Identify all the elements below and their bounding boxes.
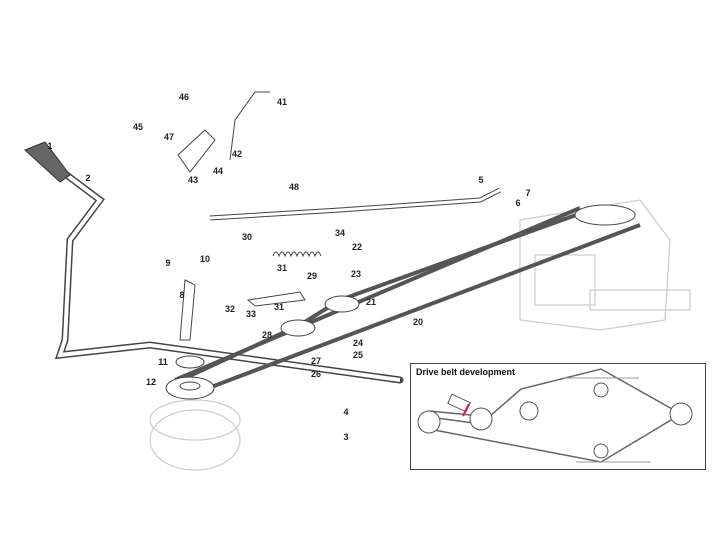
part-number-label: 29 (306, 271, 318, 281)
part-number-label: 31 (276, 263, 288, 273)
part-number-label: 11 (158, 357, 168, 367)
part-number-label: 46 (178, 92, 190, 102)
part-number-label: 3 (343, 432, 349, 442)
part-number-label: 45 (132, 122, 144, 132)
spring-34 (272, 251, 322, 258)
part-number-label: 28 (261, 330, 273, 340)
belt-routing-diagram (417, 368, 693, 463)
part-number-label: 27 (310, 356, 322, 366)
part-number-label: 6 (515, 198, 521, 208)
part-number-label: 7 (525, 188, 531, 198)
part-number-label: 34 (334, 228, 346, 238)
part-number-label: 24 (352, 338, 364, 348)
part-number-label: 48 (288, 182, 300, 192)
part-number-label: 30 (241, 232, 253, 242)
part-number-label: 8 (179, 290, 185, 300)
part-number-label: 9 (165, 258, 171, 268)
bracket-29 (246, 291, 306, 307)
part-number-label: 12 (145, 377, 157, 387)
part-number-label: 23 (350, 269, 362, 279)
part-number-label: 32 (224, 304, 236, 314)
part-number-label: 31 (273, 302, 285, 312)
part-number-label: 21 (365, 297, 377, 307)
part-number-label: 41 (276, 97, 288, 107)
rod-41 (229, 91, 270, 161)
part-number-label: 20 (412, 317, 424, 327)
arm-10 (179, 279, 196, 341)
part-number-label: 25 (352, 350, 364, 360)
part-number-label: 2 (85, 173, 91, 183)
lever-43 (177, 129, 216, 173)
part-number-label: 33 (245, 309, 257, 319)
part-number-label: 43 (187, 175, 199, 185)
part-number-label: 42 (231, 149, 243, 159)
part-number-label: 4 (343, 407, 349, 417)
part-number-label: 47 (163, 132, 175, 142)
drive-belt (169, 206, 641, 397)
part-number-label: 5 (478, 175, 484, 185)
pulleys (165, 204, 636, 400)
part-number-label: 26 (310, 369, 322, 379)
part-number-label: 1 (47, 141, 53, 151)
drive-belt-development-inset: Drive belt development (410, 363, 706, 470)
part-number-label: 44 (212, 166, 224, 176)
pedal (24, 141, 71, 183)
part-number-label: 22 (351, 242, 363, 252)
clutch-ghost (149, 399, 241, 471)
part-number-label: 10 (199, 254, 211, 264)
inset-title: Drive belt development (416, 367, 516, 377)
